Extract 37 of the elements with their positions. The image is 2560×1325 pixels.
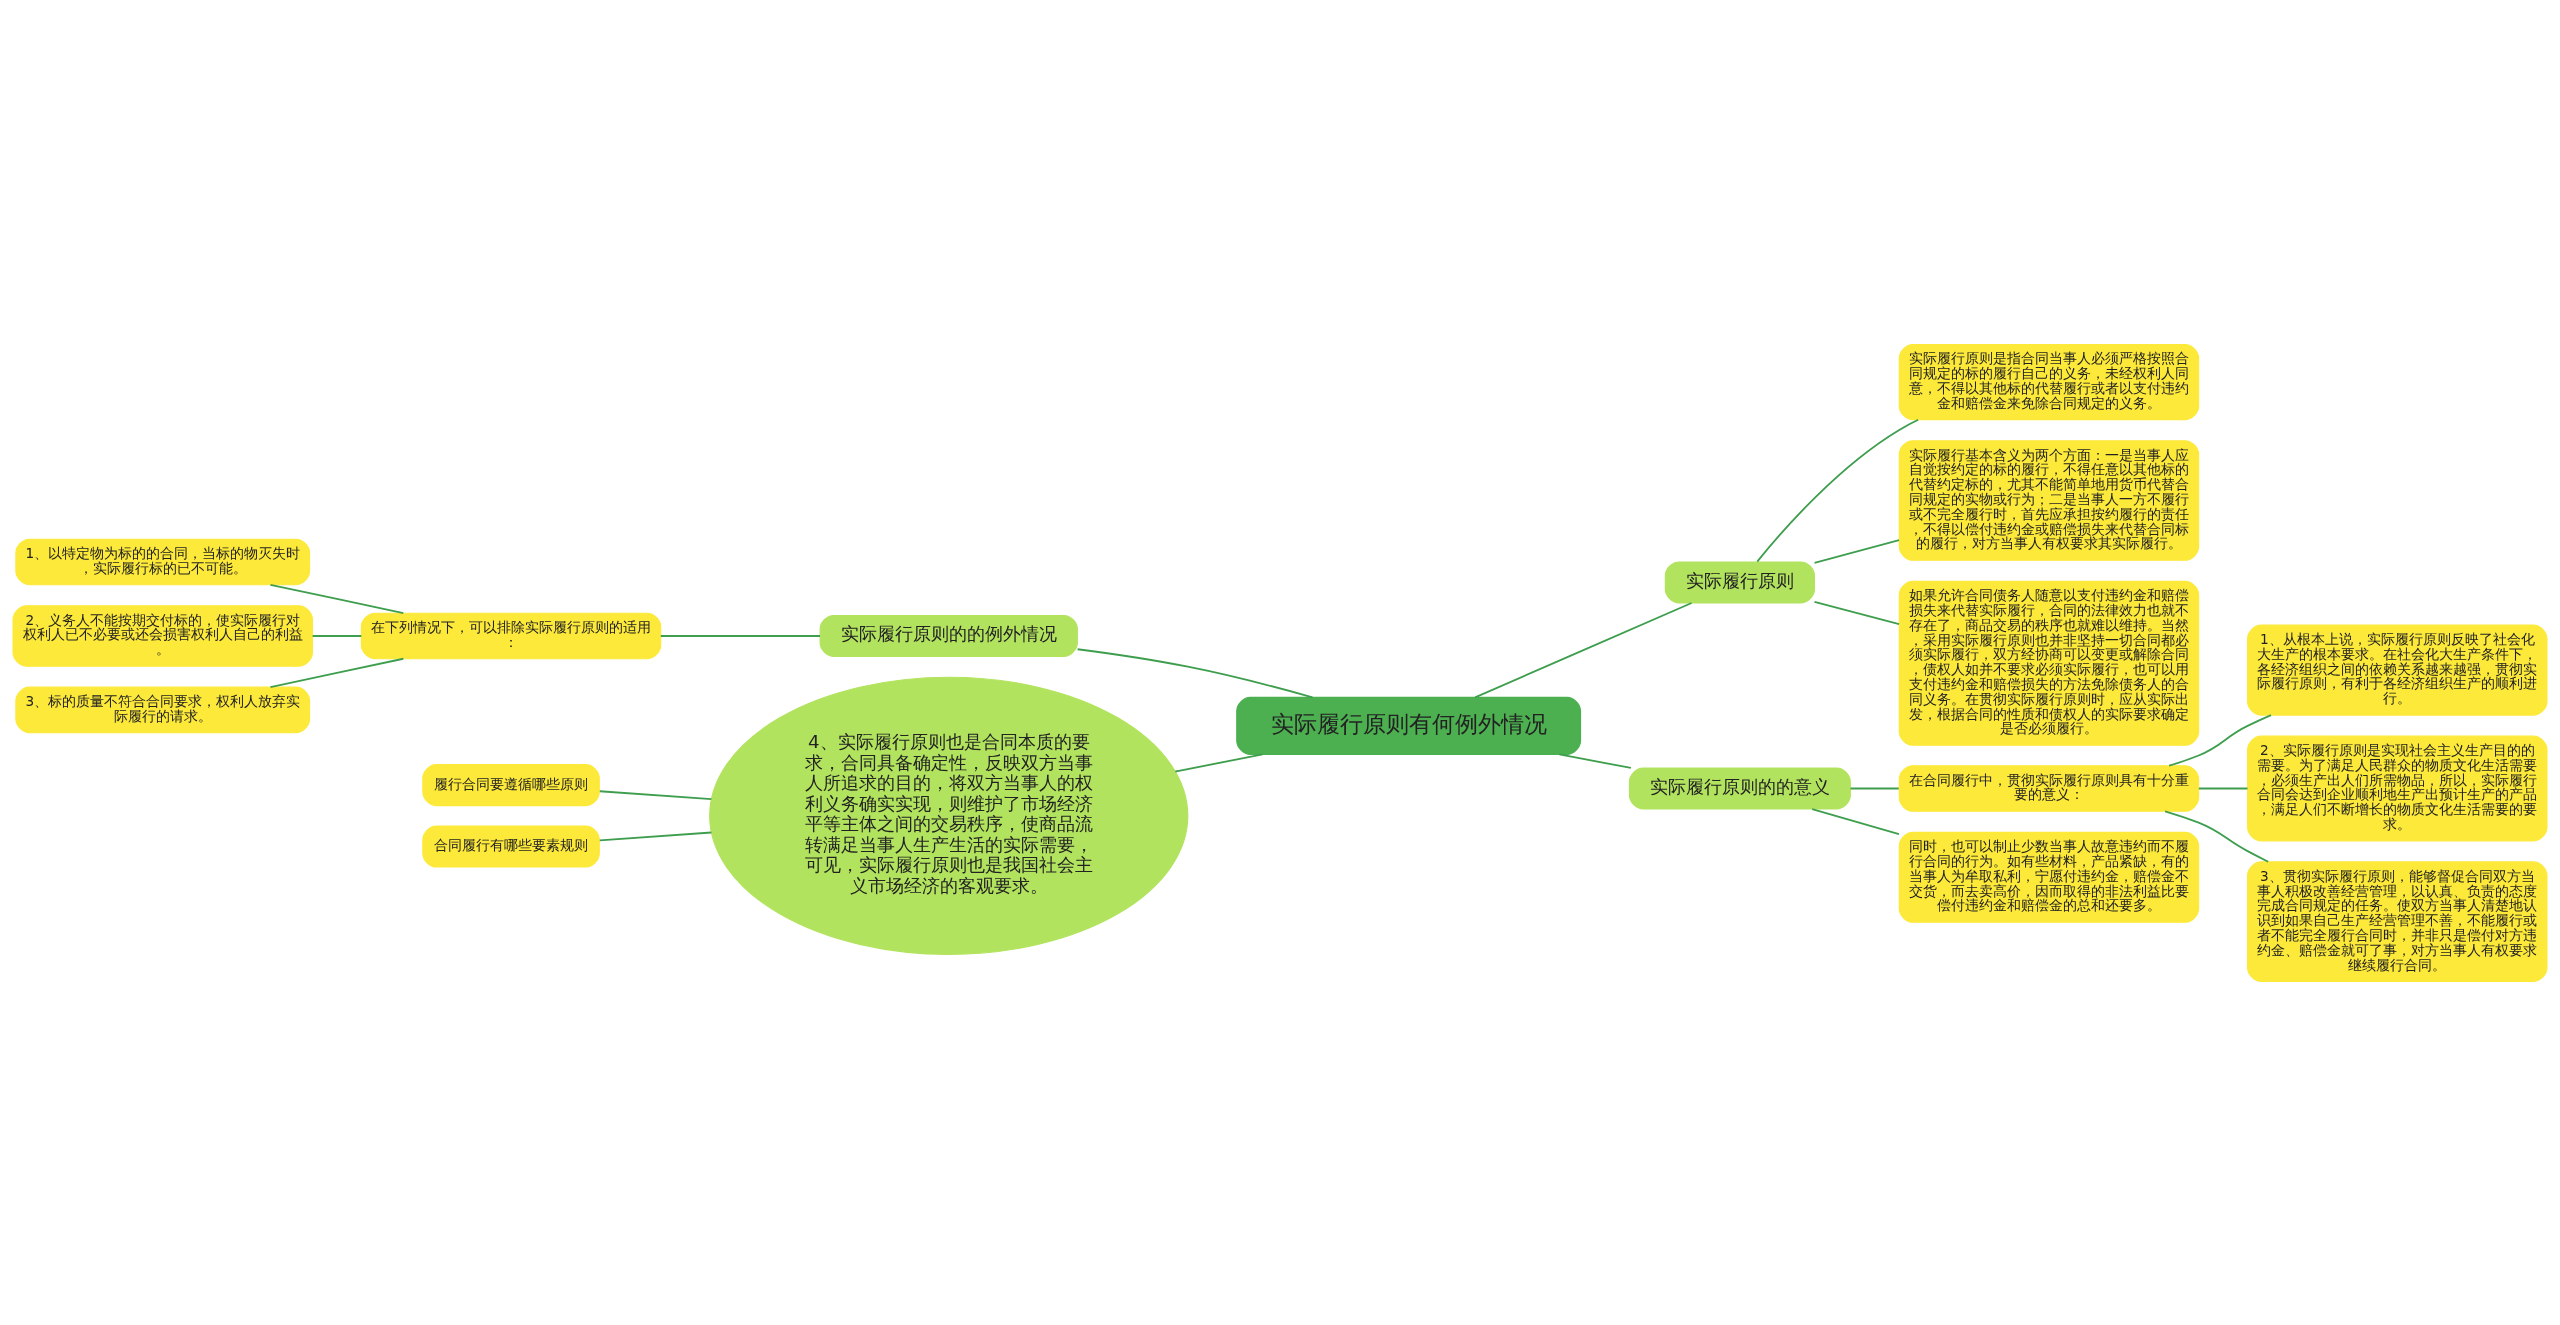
node-box: 实际履行原则的的意义 xyxy=(1628,766,1851,810)
connector xyxy=(1813,538,1900,564)
node-box: 实际履行原则有何例外情况 xyxy=(1236,696,1582,755)
node-box: 履行合同要遵循哪些原则 xyxy=(422,763,600,806)
node-box: 3、标的质量不符合合同要求，权利人放弃实际履行的请求。 xyxy=(15,686,311,733)
node-box: 实际履行原则 xyxy=(1664,560,1816,604)
connector xyxy=(598,789,713,800)
connector xyxy=(1076,647,1314,698)
node-box: 2、义务人不能按期交付标的，使实际履行对权利人已不必要或还会损害权利人自己的利益。 xyxy=(12,604,313,667)
node-box: 同时，也可以制止少数当事人故意违约而不履行合同的行为。如有些材料，产品紧缺，有的当事人为牟取私利，宁愿付违约金，赔偿金不交货，而去卖高价，因而取得的非法利益比要偿付违约金和赔偿金的总和还要多。 xyxy=(1898,831,2200,923)
connector xyxy=(1558,752,1632,769)
node-box: 1、从根本上说，实际履行原则反映了社会化大生产的根本要求。在社会化大生产条件下，各经济组织之间的依赖关系越来越强，贯彻实际履行原则，有利于各经济组织生产的顺利进行。 xyxy=(2247,624,2548,716)
node-ellipse: 4、实际履行原则也是合同本质的要求，合同具备确定性，反映双方当事人所追求的目的，将双方当事人的权利义务确实实现，则维护了市场经济平等主体之间的交易秩序，使商品流转满足当事人生产生活的实际需要，可见，实际履行原则也是我国社会主义市场经济的客观要求。 xyxy=(709,676,1189,955)
node-box: 在下列情况下，可以排除实际履行原则的适用： xyxy=(360,612,662,659)
connector xyxy=(659,634,821,637)
node-box: 2、实际履行原则是实现社会主义生产目的的需要。为了满足人民群众的物质文化生活需要，必须生产出人们所需物品，所以，实际履行合同会达到企业顺利地生产出预计生产的产品，满足人们不断增长的物质文化生活需要的要求。 xyxy=(2247,735,2548,841)
connector xyxy=(2197,787,2249,789)
connector xyxy=(1813,600,1900,625)
node-box: 3、贯彻实际履行原则，能够督促合同双方当事人积极改善经营管理，以认真、负责的态度完成合同规定的任务。使双方当事人清楚地认识到如果自己生产经营管理不善，不能履行或者不能完全履行合同时，并非只是偿付对方违约金、赔偿金就可了事，对方当事人有权要求继续履行合同。 xyxy=(2247,860,2548,982)
node-box: 如果允许合同债务人随意以支付违约金和赔偿损失来代替实际履行，合同的法律效力也就不存在了，商品交易的秩序也就难以维持。当然，采用实际履行原则也并非坚持一切合同都必须实际履行，双方经协商可以变更或解除合同，债权人如并不要求必须实际履行，也可以用支付违约金和赔偿损失的方法免除债务人的合同义务。在贯彻实际履行原则时，应从实际出发，根据合同的性质和债权人的实际要求确定是否必须履行。 xyxy=(1898,580,2200,746)
node-box: 实际履行原则是指合同当事人必须严格按照合同规定的标的履行自己的义务，未经权利人同意，不得以其他标的代替履行或者以支付违约金和赔偿金来免除合同规定的义务。 xyxy=(1898,343,2200,420)
node-box: 1、以特定物为标的的合同，当标的物灭失时，实际履行标的已不可能。 xyxy=(15,538,311,585)
node-box: 在合同履行中，贯彻实际履行原则具有十分重要的意义： xyxy=(1898,764,2200,812)
connector xyxy=(269,657,405,688)
connector xyxy=(1174,752,1264,772)
connector xyxy=(1811,807,1900,835)
connector xyxy=(2168,713,2272,767)
connector xyxy=(598,831,713,841)
connector xyxy=(1756,418,1920,562)
node-box: 实际履行基本含义为两个方面：一是当事人应自觉按约定的标的履行，不得任意以其他标的代替约定标的，尤其不能简单地用货币代替合同规定的实物或行为；二是当事人一方不履行或不完全履行时，首先应承担按约履行的责任，不得以偿付违约金或赔偿损失来代替合同标的履行，对方当事人有权要求其实际履行。 xyxy=(1898,439,2200,561)
node-box: 实际履行原则的的例外情况 xyxy=(819,614,1078,657)
connector xyxy=(1474,601,1693,698)
connector xyxy=(2164,809,2270,863)
node-box: 合同履行有哪些要素规则 xyxy=(422,825,600,868)
connector xyxy=(1849,787,1900,789)
connector xyxy=(269,583,405,614)
connector xyxy=(311,634,363,637)
